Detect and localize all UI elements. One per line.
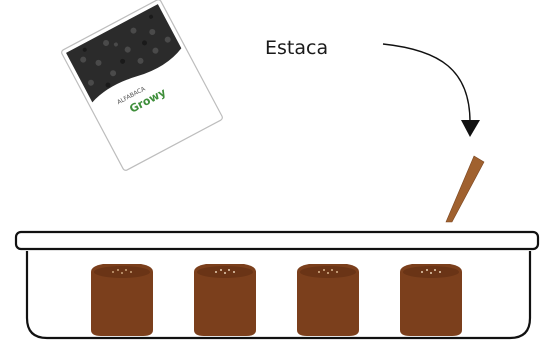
- soil-pod: [297, 264, 359, 336]
- tray-rim: [14, 230, 540, 251]
- stake: [445, 155, 485, 223]
- callout-arrow-line: [382, 43, 471, 123]
- soil-pod: [400, 264, 462, 336]
- stake-callout-label: Estaca: [265, 37, 328, 59]
- soil-pod: [91, 264, 153, 336]
- seed-packet: ALFABACA Growy: [61, 0, 223, 171]
- packet-seeds: [66, 4, 182, 103]
- soil-pod: [194, 264, 256, 336]
- callout-arrow-head: [461, 120, 480, 137]
